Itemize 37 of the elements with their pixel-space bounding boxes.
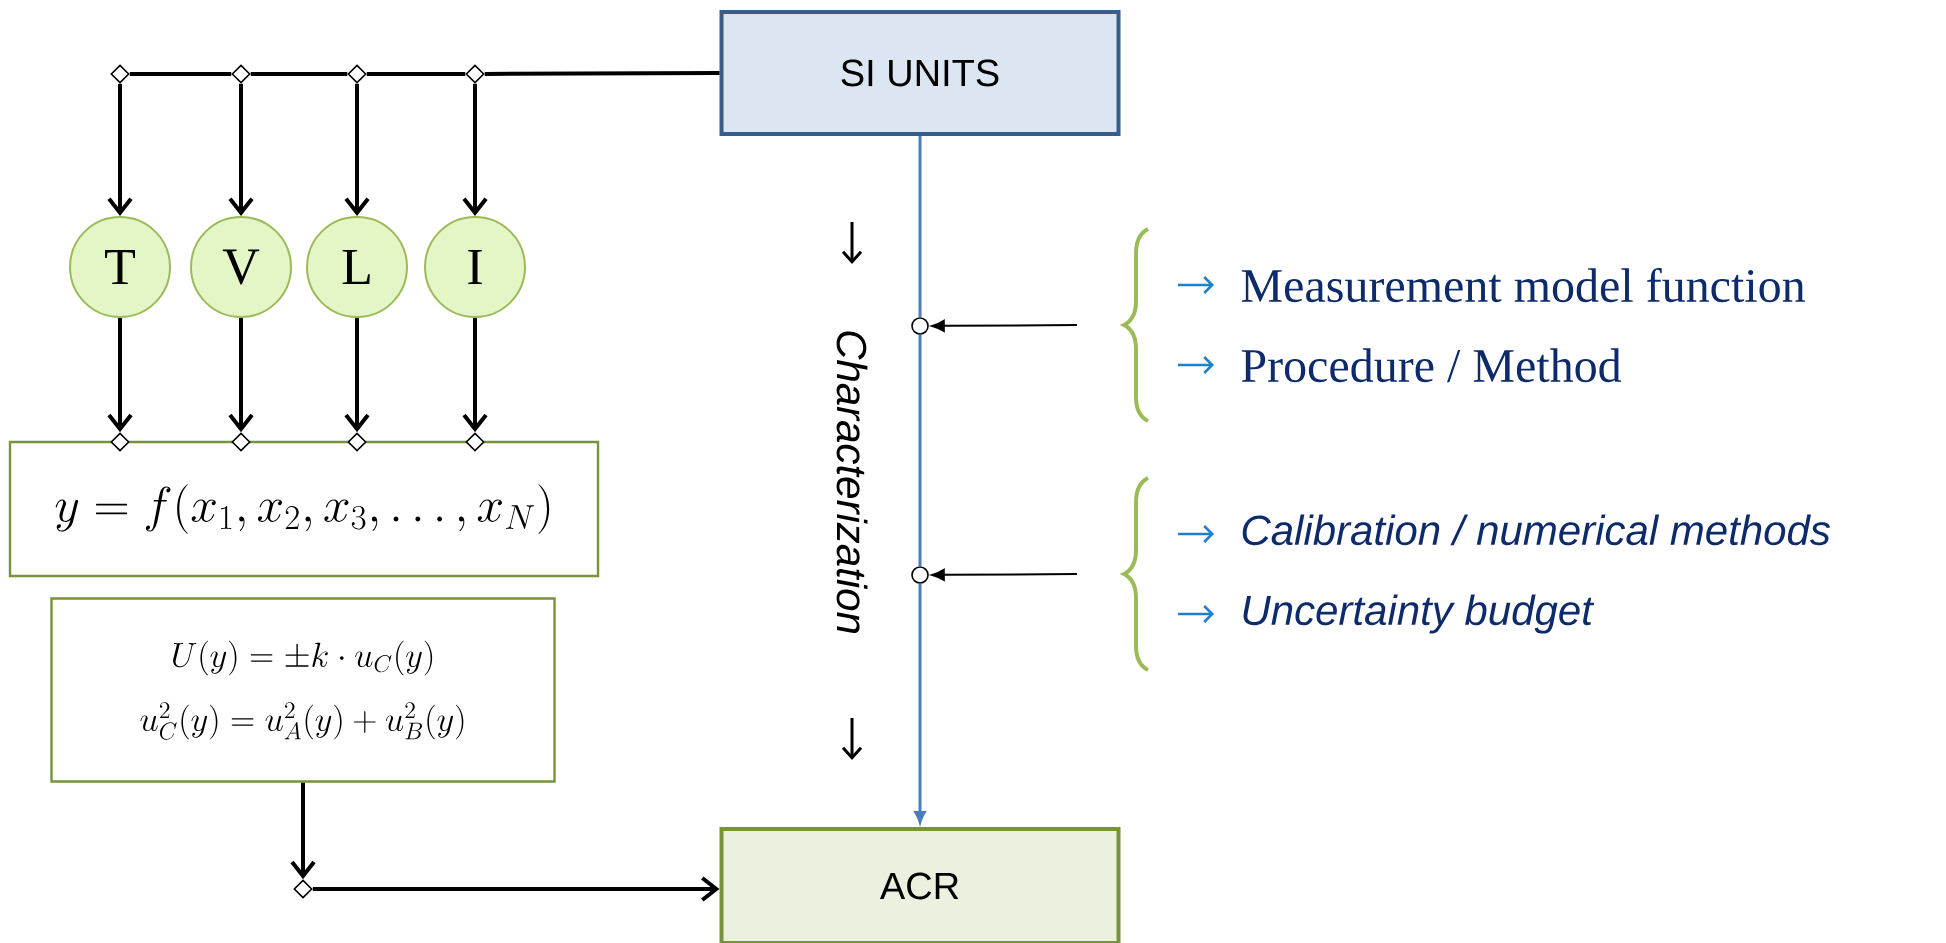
junction-diamond <box>231 64 251 84</box>
process-box: ACR <box>719 827 1121 943</box>
junction-diamond <box>110 64 130 84</box>
arrow <box>914 583 926 824</box>
arrow <box>931 319 1078 332</box>
bracketed-list: Measurement model function Procedure / Method <box>1122 227 1805 423</box>
formula-box: $y = f(x_1, x_2, x_3, \dots, x_N)$ <box>8 440 600 578</box>
arrow <box>228 83 254 216</box>
arrow <box>107 318 133 433</box>
junction-diamond <box>293 879 313 899</box>
junction-diamond <box>347 64 367 84</box>
junction-circle <box>911 566 929 584</box>
arrow <box>344 83 370 216</box>
connector-line <box>129 72 232 76</box>
arrow <box>462 83 488 216</box>
arrow <box>312 876 720 902</box>
connector-line <box>484 71 720 76</box>
junction-diamond <box>231 432 251 452</box>
arrow <box>107 83 133 216</box>
arrow <box>462 318 488 433</box>
arrow <box>290 782 316 880</box>
bracketed-list: Calibration / numerical methods Uncertainty budget <box>1122 476 1831 672</box>
vertical-label: Characterization <box>836 331 868 633</box>
arrow <box>931 568 1078 581</box>
junction-diamond <box>465 64 485 84</box>
process-box: SI UNITS <box>719 10 1121 136</box>
arrow <box>344 318 370 433</box>
junction-diamond <box>465 432 485 452</box>
junction-diamond <box>110 432 130 452</box>
connector-line <box>918 136 922 318</box>
arrow <box>228 318 254 433</box>
connector-line <box>250 72 348 76</box>
formula-box: $U(y) = \pm k \cdot u_C(y)$ $u_C^2(y) = u_A^2(y) + u_B^2(y)$ <box>50 597 556 783</box>
junction-diamond <box>347 432 367 452</box>
connector-line <box>366 72 466 76</box>
connector-line <box>918 334 922 567</box>
junction-circle <box>911 317 929 335</box>
